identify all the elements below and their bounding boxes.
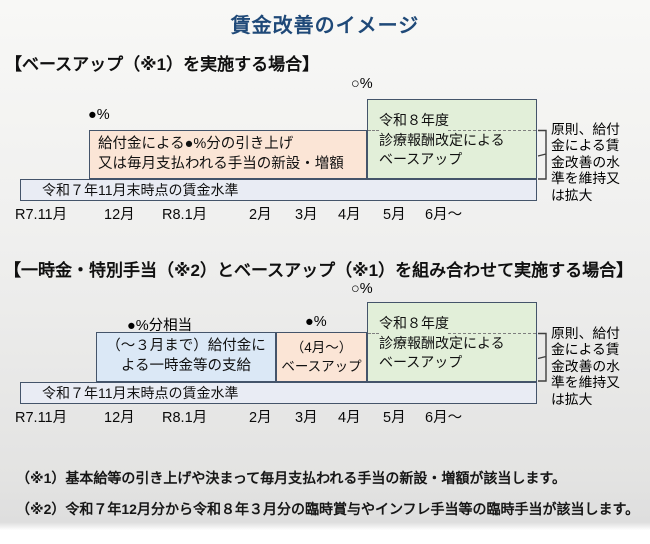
lump-sum-box: （～３月まで）給付金に よる一時金等の支給 [96,332,276,382]
dashed-level-line [448,130,546,131]
axis-label: 5月 [383,410,406,426]
timeline-axis: R7.11月 12月 R8.1月 2月 3月 4月 5月 6月～ [0,406,650,426]
dot-percent-label: ●% [305,314,327,330]
axis-label: 6月～ [425,207,463,223]
dashed-level-line [368,333,379,334]
section2-heading: 【一時金・特別手当（※2）とベースアップ（※1）を組み合わせて実施する場合】 [4,261,634,280]
circle-percent-label: ○% [351,76,373,92]
right-bracket [537,332,547,382]
circle-percent-label: ○% [351,281,373,297]
axis-label: 3月 [295,410,318,426]
axis-label: R7.11月 [15,207,68,223]
axis-label: 4月 [338,410,361,426]
wage-level-box: 令和７年11月末時点の賃金水準 [20,179,537,201]
principle-note: 原則、給付 金による賃 金改善の水 準を維持又 は拡大 [551,122,620,203]
april-baseup-box: （4月～） ベースアップ [276,332,367,382]
axis-label: 2月 [249,207,272,223]
subsidy-raise-box: 給付金による●%分の引き上げ 又は毎月支払われる手当の新設・増額 [89,130,367,179]
section1-heading: 【ベースアップ（※1）を実施する場合】 [5,55,320,74]
footnote-1: （※1）基本給等の引き上げや決まって毎月支払われる手当の新設・増額が該当します。 [16,470,567,486]
dashed-level-line [368,130,379,131]
diagram-base-up: ●% ○% 令和８年度 診療報酬改定による ベースアップ 給付金による●%分の引… [0,0,650,230]
axis-label: 2月 [249,410,272,426]
page-title: 賃金改善のイメージ [230,15,420,37]
axis-label: 5月 [383,207,406,223]
lump-percent-label: ●%分相当 [127,318,193,334]
timeline-axis: R7.11月 12月 R8.1月 2月 3月 4月 5月 6月～ [0,203,650,223]
axis-label: 3月 [295,207,318,223]
axis-label: R8.1月 [162,410,208,426]
dashed-level-line [448,333,546,334]
axis-label: R8.1月 [162,207,208,223]
axis-label: 4月 [338,207,361,223]
axis-label: 12月 [104,207,135,223]
revision-baseup-box: 令和８年度 診療報酬改定による ベースアップ [367,99,537,179]
axis-label: 12月 [104,410,135,426]
principle-note: 原則、給付 金による賃 金改善の水 準を維持又 は拡大 [551,326,620,407]
revision-baseup-box: 令和８年度 診療報酬改定による ベースアップ [367,302,537,382]
axis-label: 6月～ [425,410,463,426]
dot-percent-label: ●% [88,107,110,123]
footnote-2: （※2）令和７年12月分から令和８年３月分の臨時賞与やインフレ手当等の臨時手当が… [16,501,640,517]
right-bracket [537,129,547,180]
axis-label: R7.11月 [15,410,68,426]
wage-level-box: 令和７年11月末時点の賃金水準 [20,382,537,404]
